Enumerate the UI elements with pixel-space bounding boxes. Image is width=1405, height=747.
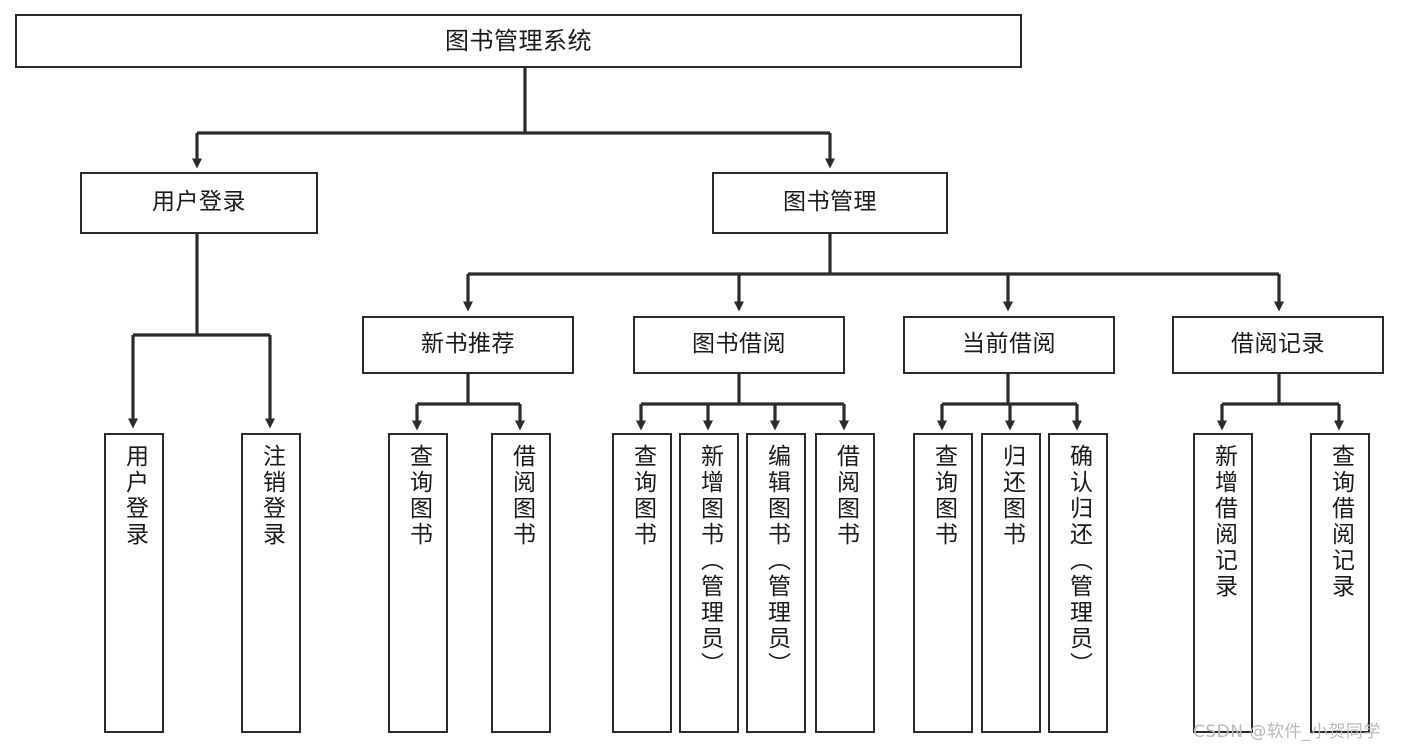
node-user-login[interactable]: 用户登录 [80,172,318,234]
node-label: 确认归还（管理员） [1065,444,1092,678]
csdn-watermark: CSDN @软件_小贺同学 [1193,722,1381,742]
node-label: 当前借阅 [962,331,1056,358]
leaf-borrow-add-book-admin[interactable]: 新增图书（管理员） [679,433,739,733]
leaf-user-login-sign-in[interactable]: 用户登录 [104,433,164,733]
leaf-borrow-query-books[interactable]: 查询图书 [612,433,672,733]
node-label: 编辑图书（管理员） [763,444,790,678]
node-label: 图书管理系统 [445,26,592,55]
node-root-book-management-system[interactable]: 图书管理系统 [15,14,1022,68]
node-label: 新增借阅记录 [1210,444,1237,600]
node-label: 查询图书 [930,444,957,548]
node-label: 查询借阅记录 [1327,444,1354,600]
node-label: 图书借阅 [692,331,786,358]
leaf-record-query-borrow-record[interactable]: 查询借阅记录 [1310,433,1370,733]
node-current-borrowing[interactable]: 当前借阅 [903,316,1115,374]
leaf-current-confirm-return-admin[interactable]: 确认归还（管理员） [1048,433,1108,733]
leaf-borrow-edit-book-admin[interactable]: 编辑图书（管理员） [746,433,806,733]
node-book-management[interactable]: 图书管理 [712,172,948,234]
node-label: 借阅图书 [508,444,535,548]
node-label: 新增图书（管理员） [696,444,723,678]
node-label: 归还图书 [998,444,1025,548]
node-label: 图书管理 [783,189,877,216]
node-label: 借阅记录 [1231,331,1325,358]
leaf-user-login-sign-out[interactable]: 注销登录 [241,433,301,733]
node-label: 新书推荐 [421,331,515,358]
node-label: 用户登录 [121,444,148,548]
leaf-new-book-borrow-books[interactable]: 借阅图书 [491,433,551,733]
leaf-new-book-query-books[interactable]: 查询图书 [388,433,448,733]
node-label: 用户登录 [152,189,246,216]
leaf-record-add-borrow-record[interactable]: 新增借阅记录 [1193,433,1253,733]
node-label: 查询图书 [629,444,656,548]
node-label: 借阅图书 [832,444,859,548]
leaf-borrow-borrow-books[interactable]: 借阅图书 [815,433,875,733]
node-new-book-recommendation[interactable]: 新书推荐 [362,316,574,374]
node-label: 查询图书 [405,444,432,548]
node-label: 注销登录 [258,444,285,548]
node-book-borrowing[interactable]: 图书借阅 [633,316,845,374]
leaf-current-return-books[interactable]: 归还图书 [981,433,1041,733]
leaf-current-query-books[interactable]: 查询图书 [913,433,973,733]
node-borrowing-records[interactable]: 借阅记录 [1172,316,1384,374]
